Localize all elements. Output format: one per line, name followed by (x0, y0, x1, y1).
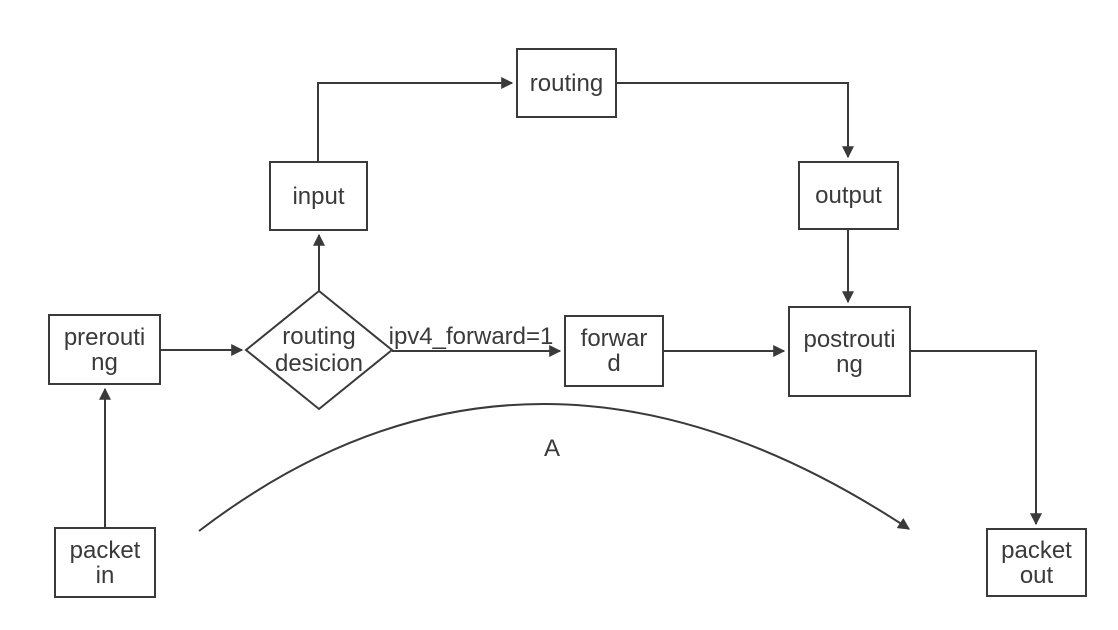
node-packet-in: packet in (54, 527, 156, 598)
node-routing-decision-label: routing desicion (274, 323, 364, 377)
node-input: input (269, 161, 368, 231)
edge-postrouting-to-packet-out (911, 350, 1042, 526)
node-routing: routing (516, 48, 617, 118)
edge-label-a: A (543, 435, 560, 462)
routing-decision-diamond-shape (244, 289, 394, 411)
node-postrouting: postrouti ng (788, 306, 911, 397)
edge-curved-arrow-a (198, 403, 911, 532)
edge-routing-to-output (617, 82, 854, 159)
node-prerouting: prerouti ng (48, 314, 161, 385)
node-forward: forwar d (564, 315, 664, 387)
node-packet-out: packet out (986, 528, 1087, 597)
edge-input-to-routing (317, 77, 514, 161)
edge-label-ipv4-forward: ipv4_forward=1 (388, 323, 554, 350)
node-output: output (798, 161, 899, 230)
